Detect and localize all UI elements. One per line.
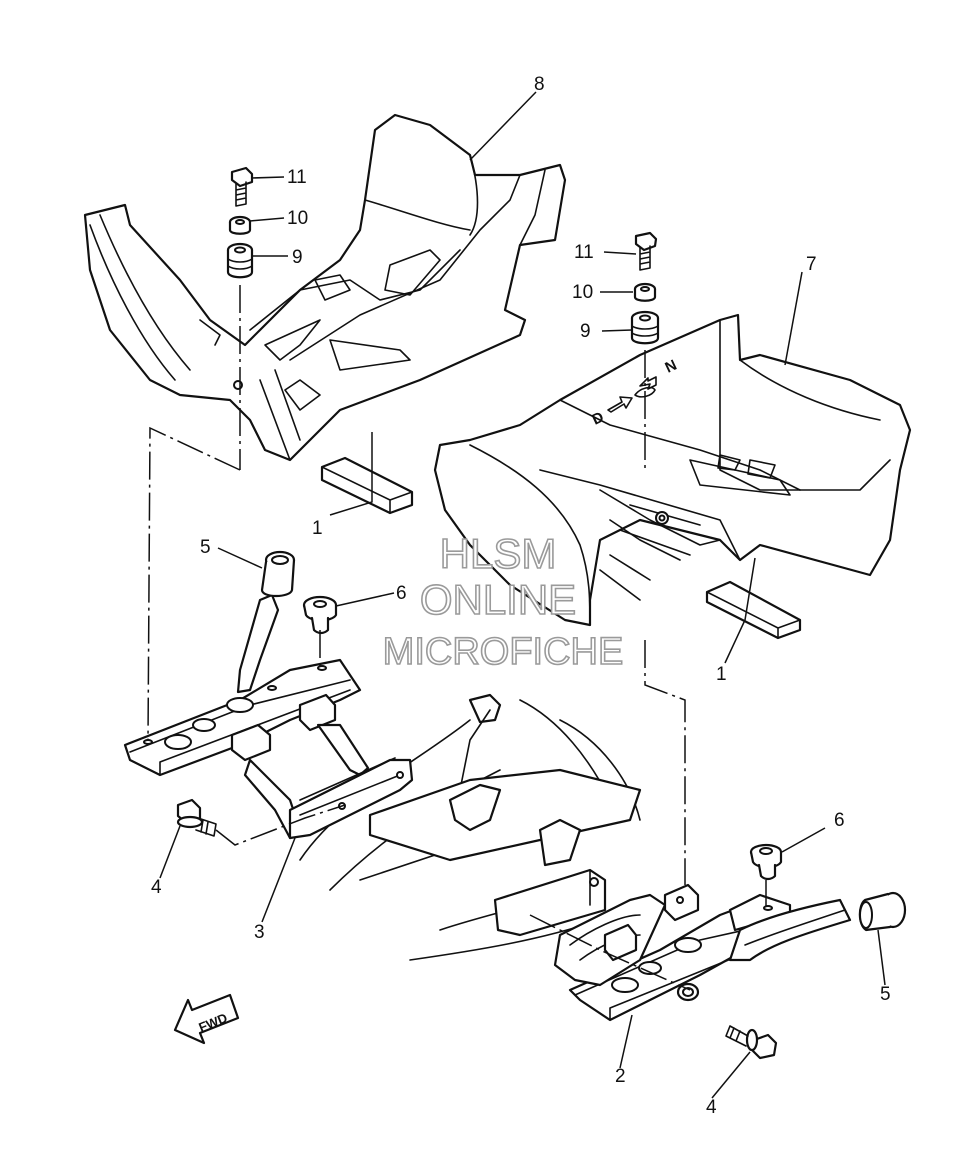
callout-8: 8 — [534, 74, 545, 95]
sleeve-5-left — [260, 550, 296, 598]
callout-5-left: 5 — [200, 537, 211, 558]
watermark: HLSM ONLINE MICROFICHE — [382, 529, 624, 674]
left-footrest-bracket — [123, 593, 414, 840]
callout-10-right: 10 — [572, 282, 593, 303]
sleeve-5-right — [858, 891, 907, 932]
frame-outline — [299, 693, 642, 961]
callout-11-left: 11 — [287, 167, 307, 188]
assembly-lines — [147, 285, 767, 991]
bolt-11-left — [230, 166, 254, 207]
callout-1-right: 1 — [716, 664, 727, 685]
bolt-11-right — [634, 231, 658, 271]
grommet-6-left — [302, 595, 338, 635]
callout-6-right: 6 — [834, 810, 845, 831]
callout-4-right: 4 — [706, 1097, 717, 1118]
grommet-6-right — [749, 843, 783, 881]
collar-10-left — [228, 215, 252, 235]
left-footrest-guard — [83, 113, 567, 462]
watermark-line-3: MICROFICHE — [383, 631, 624, 673]
callout-10-left: 10 — [287, 208, 308, 229]
fwd-arrow-icon: FWD — [173, 993, 240, 1045]
grommet-9-right — [630, 310, 660, 345]
watermark-line-2: ONLINE — [420, 576, 576, 623]
callout-6-left: 6 — [396, 583, 407, 604]
callout-1-left: 1 — [312, 518, 323, 539]
flange-bolt-4-right — [725, 1025, 778, 1060]
foot-pad-left — [320, 456, 414, 515]
flange-bolt-4-left — [176, 798, 217, 837]
leader-lines — [159, 91, 886, 1099]
callout-2: 2 — [615, 1066, 626, 1087]
callout-11-right: 11 — [574, 242, 594, 263]
collar-10-right — [633, 282, 657, 302]
callout-3: 3 — [254, 922, 265, 943]
watermark-line-1: HLSM — [440, 530, 557, 577]
right-footrest-guard — [433, 313, 912, 627]
callout-7: 7 — [806, 254, 817, 275]
right-footrest-bracket — [553, 883, 852, 1022]
callout-numbers: 8 7 11 10 9 11 10 9 1 1 5 6 6 5 3 4 2 4 — [151, 74, 891, 1118]
callout-9-left: 9 — [292, 247, 303, 268]
foot-pad-right — [705, 580, 802, 640]
callout-9-right: 9 — [580, 321, 591, 342]
grommet-9-left — [226, 242, 254, 279]
callout-4-left: 4 — [151, 877, 162, 898]
callout-5-right: 5 — [880, 984, 891, 1005]
